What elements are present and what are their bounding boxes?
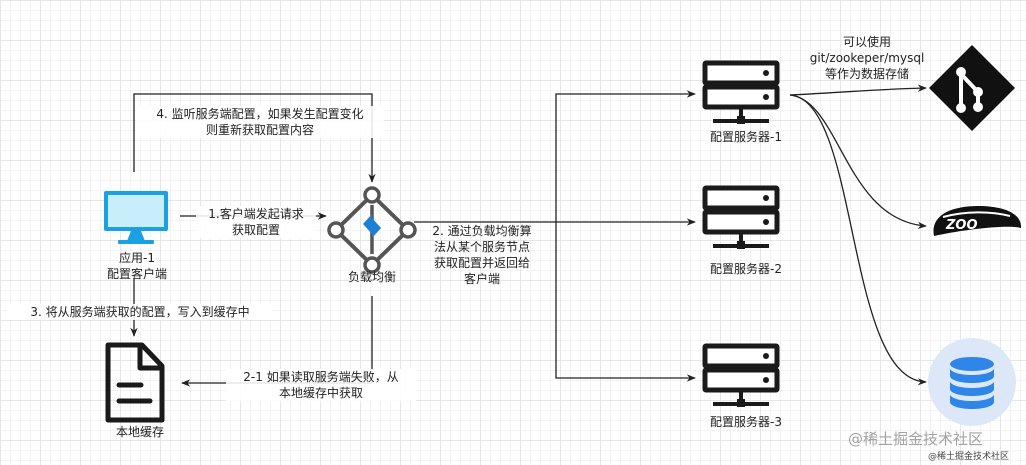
node-label-server-2: 配置服务器-2 (710, 262, 782, 276)
database-icon (928, 338, 1016, 426)
edge-label-listen: 4. 监听服务端配置，如果发生配置变化 则重新获取配置内容 (136, 106, 384, 138)
watermark: @稀土掘金技术社区 (848, 430, 984, 448)
edge-label-balance: 2. 通过负载均衡算 法从某个服务节点 获取配置并返回给 客户端 (432, 224, 532, 286)
load-balancer-icon (327, 186, 417, 274)
node-label-app-client: 应用-1 配置客户端 (106, 251, 167, 281)
svg-text:ZOO: ZOO (945, 218, 978, 233)
watermark-small: @稀土掘金技术社区 (928, 452, 1010, 462)
node-label-server-1: 配置服务器-1 (710, 130, 782, 144)
edge-to-zookeeper (789, 94, 927, 230)
edge-label-fallback: 2-1 如果读取服务端失败，从 本地缓存中获取 (226, 369, 416, 401)
edge-to-server-1 (555, 90, 696, 222)
node-label-server-3: 配置服务器-3 (710, 415, 782, 429)
monitor-icon (104, 191, 168, 244)
edge-listen (133, 93, 376, 183)
node-label-load-balancer: 负载均衡 (347, 270, 396, 284)
server-icon (702, 185, 780, 249)
node-label-local-cache: 本地缓存 (115, 425, 164, 439)
edge-to-git (789, 84, 927, 96)
edge-to-server-3 (555, 222, 696, 382)
storage-note: 可以使用 git/zookeper/mysql 等作为数据存储 (809, 35, 925, 81)
server-icon (702, 343, 780, 407)
edge-label-write-cache: 3. 将从服务端获取的配置，写入到缓存中 (8, 304, 272, 320)
edge-to-mysql (789, 94, 927, 386)
zookeeper-icon: ZOO (933, 206, 1022, 236)
git-icon (929, 45, 1015, 131)
server-icon (702, 60, 780, 124)
document-icon (105, 342, 165, 423)
edge-label-request: 1.客户端发起请求 获取配置 (196, 206, 316, 238)
